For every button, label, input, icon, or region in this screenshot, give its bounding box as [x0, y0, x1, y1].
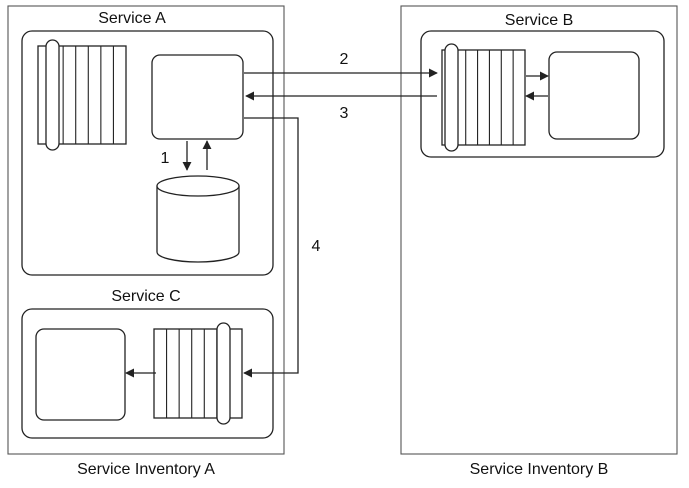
service-c-logic	[35, 328, 126, 421]
interaction-1-label: 1	[161, 150, 170, 167]
database-top	[156, 175, 240, 197]
service-c-contract-cap	[216, 322, 231, 425]
service-a-contract-cap	[45, 39, 60, 151]
database-body	[156, 186, 240, 263]
service-a-label: Service A	[98, 10, 166, 27]
service-c-label: Service C	[111, 288, 180, 305]
interaction-4-label: 4	[312, 238, 321, 255]
service-c: Service C	[21, 288, 274, 439]
service-c-contract	[153, 322, 243, 425]
service-a-logic	[151, 54, 244, 140]
service-a-contract	[37, 39, 127, 151]
service-a: Service A	[21, 10, 274, 276]
service-a-database	[156, 175, 240, 263]
service-b-contract	[441, 43, 526, 152]
interaction-3-label: 3	[340, 105, 349, 122]
service-b: Service B	[420, 12, 665, 158]
interaction-2-label: 2	[340, 51, 349, 68]
arrow-4	[243, 117, 299, 378]
service-b-contract-cap	[444, 43, 459, 152]
service-b-logic	[548, 51, 640, 140]
service-b-label: Service B	[505, 12, 573, 29]
service-inventory-a-label: Service Inventory A	[77, 461, 215, 478]
service-inventory-b-label: Service Inventory B	[470, 461, 609, 478]
